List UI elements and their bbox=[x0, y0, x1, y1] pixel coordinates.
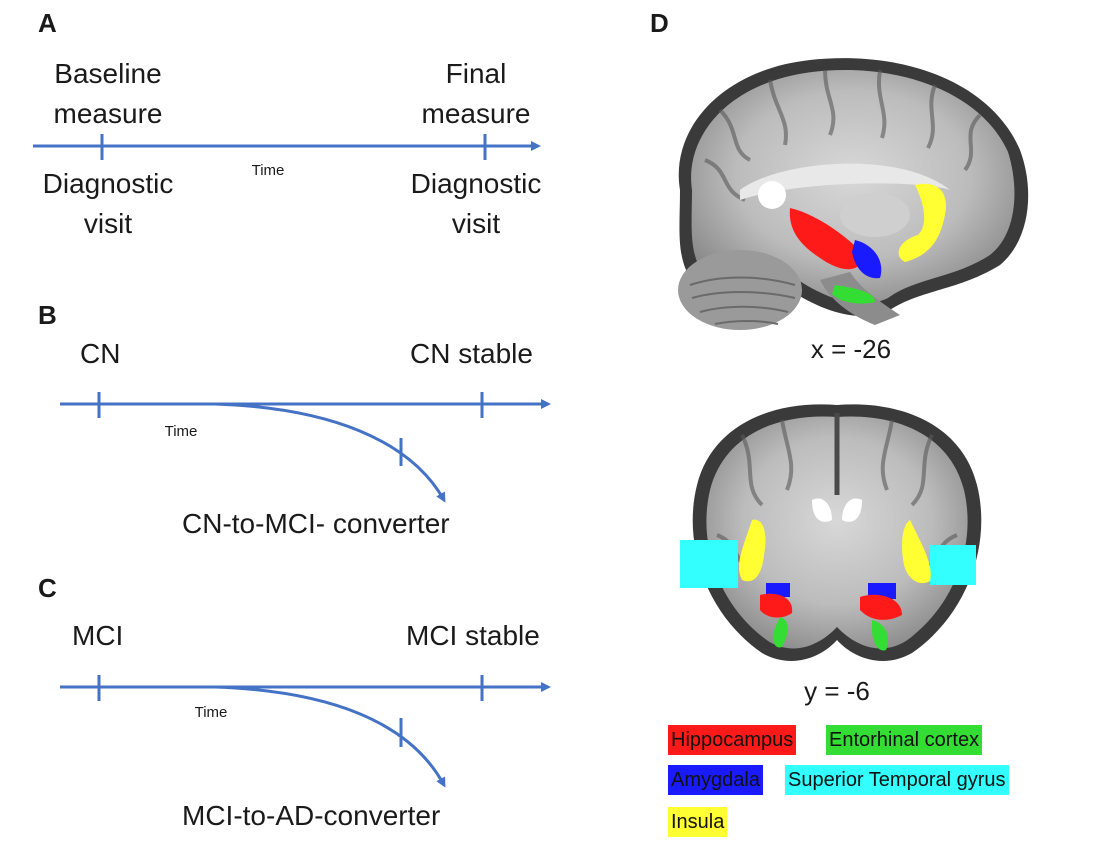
mci-to-ad-label: MCI-to-AD-converter bbox=[182, 800, 441, 831]
coronal-coordinate: y = -6 bbox=[804, 676, 870, 706]
mci-stable-label: MCI stable bbox=[406, 620, 540, 651]
legend-amygdala: Amygdala bbox=[668, 765, 763, 795]
sagittal-amygdala-roi bbox=[852, 240, 882, 279]
coronal-insula-right-roi bbox=[902, 520, 931, 584]
timeline-b-converter-curve bbox=[214, 402, 446, 503]
sagittal-brain-image bbox=[678, 58, 1029, 330]
mci-label: MCI bbox=[72, 620, 124, 651]
legend-hippocampus: Hippocampus bbox=[668, 725, 797, 755]
sagittal-hippocampus-roi bbox=[789, 208, 865, 270]
coronal-brain-image bbox=[680, 404, 982, 661]
timeline-c-converter-curve bbox=[214, 685, 446, 788]
panel-c-letter: C bbox=[38, 573, 57, 603]
timelines bbox=[33, 134, 551, 788]
cn-label: CN bbox=[80, 338, 121, 369]
coronal-entorhinal-left-roi bbox=[773, 617, 788, 648]
cn-stable-label: CN stable bbox=[410, 338, 533, 369]
diagnostic-right-bottom: visit bbox=[451, 208, 501, 239]
sagittal-entorhinal-roi bbox=[832, 285, 875, 304]
coronal-stg-right-roi bbox=[930, 545, 976, 585]
coronal-hippocampus-left-roi bbox=[760, 593, 793, 618]
coronal-amygdala-left-roi bbox=[766, 583, 790, 597]
baseline-label-top: Baseline bbox=[54, 58, 162, 89]
legend-insula: Insula bbox=[668, 807, 728, 837]
panel-d-letter: D bbox=[650, 8, 669, 38]
diagnostic-left-bottom: visit bbox=[83, 208, 133, 239]
panel-a-letter: A bbox=[38, 8, 57, 38]
legend-superior-temporal-gyrus: Superior Temporal gyrus bbox=[785, 765, 1009, 795]
coronal-insula-left-roi bbox=[739, 519, 766, 582]
diagnostic-left-top: Diagnostic bbox=[42, 168, 174, 199]
final-label-top: Final bbox=[445, 58, 507, 89]
diagnostic-right-top: Diagnostic bbox=[410, 168, 542, 199]
panel-c-time-label: Time bbox=[194, 704, 228, 721]
panel-a-time-label: Time bbox=[251, 162, 285, 179]
sagittal-insula-roi bbox=[898, 183, 946, 262]
legend-entorhinal-cortex: Entorhinal cortex bbox=[826, 725, 983, 755]
coronal-stg-left-roi bbox=[680, 540, 738, 588]
coronal-entorhinal-right-roi bbox=[872, 620, 889, 651]
sagittal-coordinate: x = -26 bbox=[810, 334, 892, 364]
baseline-label-bottom: measure bbox=[53, 98, 163, 129]
panel-b-letter: B bbox=[38, 300, 57, 330]
cn-to-mci-label: CN-to-MCI- converter bbox=[182, 508, 450, 539]
final-label-bottom: measure bbox=[421, 98, 531, 129]
panel-b-time-label: Time bbox=[164, 423, 198, 440]
coronal-hippocampus-right-roi bbox=[860, 594, 902, 620]
